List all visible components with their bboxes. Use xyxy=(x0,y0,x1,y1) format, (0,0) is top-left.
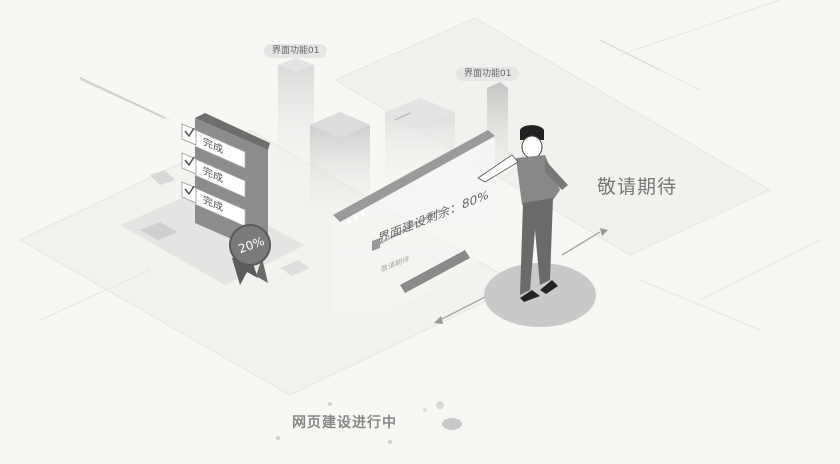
coming-soon-text: 敬请期待 xyxy=(597,176,678,198)
page-status-footer: 网页建设进行中 xyxy=(292,415,397,431)
tower-label-left: 界面功能01 xyxy=(264,44,328,58)
tower-label-right: 界面功能01 xyxy=(456,67,520,81)
